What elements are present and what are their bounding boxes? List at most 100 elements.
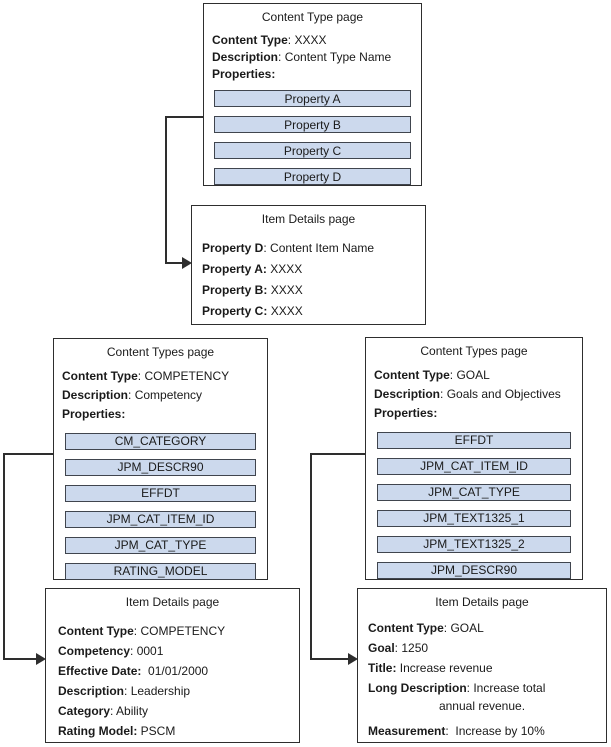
field-value: XXXX: [270, 283, 303, 297]
field-value: 0001: [136, 644, 164, 658]
field-separator: :: [124, 684, 131, 698]
box-title: Item Details page: [435, 595, 529, 609]
field-label: Measurement: [368, 724, 446, 738]
field-label: Content Type: [374, 368, 450, 382]
field-value: 1250: [401, 641, 429, 655]
field-title: Title: Increase revenue: [368, 658, 596, 678]
property-pill: JPM_DESCR90: [65, 459, 256, 476]
field-value: XXXX: [294, 33, 327, 47]
field-effective-date: Effective Date: 01/01/2000: [58, 661, 287, 681]
field-property-b: Property B: XXXX: [202, 280, 415, 301]
field-list: Content Type: GOAL Description: Goals an…: [366, 366, 582, 423]
field-description: Description: Goals and Objectives: [374, 385, 574, 404]
field-content-type: Content Type: GOAL: [368, 618, 596, 638]
goal-content-types-box: Content Types page Content Type: GOAL De…: [365, 337, 583, 580]
field-content-type: Content Type: XXXX: [212, 32, 413, 49]
field-value: XXXX: [270, 304, 303, 318]
field-separator: :: [130, 644, 137, 658]
field-label: Property D: [202, 241, 264, 255]
field-description: Description: Competency: [62, 386, 259, 405]
property-pill: JPM_CAT_ITEM_ID: [65, 511, 256, 528]
connector1-horizontal-top-line: [165, 116, 203, 118]
connector1-horizontal-bottom-line: [165, 262, 184, 264]
property-pill: JPM_TEXT1325_2: [377, 536, 571, 553]
field-separator: :: [443, 621, 451, 635]
field-label: Property C:: [202, 304, 268, 318]
field-value: PSCM: [140, 724, 176, 738]
connector2-vertical-line: [3, 453, 5, 660]
connector2-horizontal-bottom-line: [3, 658, 37, 660]
box-title: Content Types page: [420, 344, 528, 358]
property-pill: JPM_DESCR90: [377, 562, 571, 579]
property-pill: Property A: [214, 90, 411, 107]
field-label: Property A:: [202, 262, 267, 276]
field-label: Rating Model:: [58, 724, 138, 738]
field-label: Competency: [58, 644, 131, 658]
field-value: Competency: [134, 388, 203, 402]
field-separator: :: [263, 241, 271, 255]
field-separator: :: [445, 724, 456, 738]
field-content-type: Content Type: COMPETENCY: [58, 621, 287, 641]
field-list: Content Type: COMPETENCY Competency: 000…: [46, 621, 299, 741]
field-properties-heading: Properties:: [212, 66, 413, 83]
field-list: Property D: Content Item Name Property A…: [192, 238, 425, 322]
box-title: Content Types page: [106, 345, 215, 359]
connector3-horizontal-top-line: [310, 453, 365, 455]
field-separator: :: [449, 368, 457, 382]
field-label: Content Type: [212, 33, 288, 47]
property-pill: JPM_CAT_TYPE: [377, 484, 571, 501]
arrowhead-icon: [348, 653, 358, 665]
field-value: GOAL: [450, 621, 484, 635]
field-value: Increase total: [473, 681, 546, 695]
field-content-type: Content Type: COMPETENCY: [62, 367, 259, 386]
field-separator: :: [287, 33, 295, 47]
connector3-horizontal-bottom-line: [310, 658, 349, 660]
field-label: Description: [62, 388, 129, 402]
arrowhead-icon: [182, 257, 192, 269]
property-pill: Property D: [214, 168, 411, 185]
field-long-description: Long Description: Increase total: [368, 678, 596, 698]
field-label: Content Type: [62, 369, 138, 383]
box-title: Item Details page: [125, 595, 220, 609]
content-type-page-box: Content Type page Content Type: XXXX Des…: [203, 3, 422, 186]
property-pill: EFFDT: [65, 485, 256, 502]
field-separator: :: [133, 624, 141, 638]
field-label: Property B:: [202, 283, 268, 297]
field-label: Description: [58, 684, 125, 698]
field-property-a: Property A: XXXX: [202, 259, 415, 280]
field-label: Long Description: [368, 681, 467, 695]
field-label: Content Type: [368, 621, 444, 635]
field-value: GOAL: [456, 368, 490, 382]
field-label: Effective Date:: [58, 664, 142, 678]
field-separator: :: [128, 388, 135, 402]
field-list: Content Type: GOAL Goal: 1250 Title: Inc…: [358, 618, 606, 741]
field-value: COMPETENCY: [140, 624, 226, 638]
property-pill: EFFDT: [377, 432, 571, 449]
field-separator: :: [466, 681, 474, 695]
field-separator: :: [137, 369, 145, 383]
item-details-page-box: Item Details page Property D: Content It…: [191, 205, 426, 325]
field-value: Increase revenue: [399, 661, 493, 675]
property-pill: RATING_MODEL: [65, 563, 256, 580]
box-title: Content Type page: [261, 10, 364, 24]
field-rating-model: Rating Model: PSCM: [58, 721, 287, 741]
arrowhead-icon: [36, 653, 46, 665]
field-label: Properties:: [374, 406, 438, 420]
field-value: 01/01/2000: [148, 664, 209, 678]
field-goal: Goal: 1250: [368, 638, 596, 658]
field-value: COMPETENCY: [144, 369, 230, 383]
field-value: XXXX: [270, 262, 303, 276]
field-value: Content Type Name: [284, 50, 392, 64]
field-category: Category: Ability: [58, 701, 287, 721]
property-pill: Property B: [214, 116, 411, 133]
field-measurement: Measurement: Increase by 10%: [368, 721, 596, 741]
field-label: Goal: [368, 641, 395, 655]
connector3-vertical-line: [310, 453, 312, 660]
field-properties-heading: Properties:: [374, 404, 574, 423]
field-value: Increase by 10%: [455, 724, 545, 738]
field-value: Content Item Name: [270, 241, 375, 255]
property-pill: Property C: [214, 142, 411, 159]
field-competency: Competency: 0001: [58, 641, 287, 661]
field-value: Goals and Objectives: [446, 387, 561, 401]
